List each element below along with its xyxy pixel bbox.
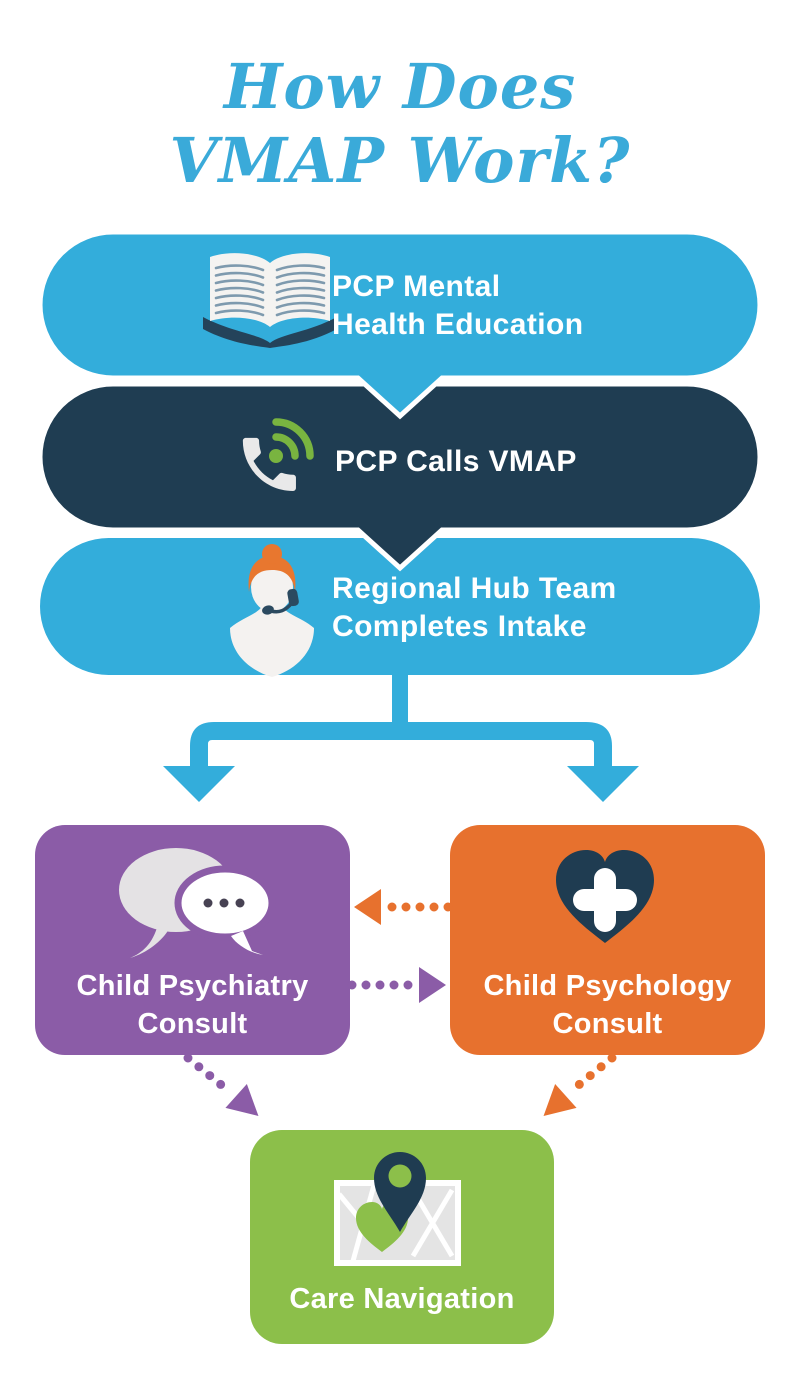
step-regional-hub-label-line2: Completes Intake xyxy=(332,610,587,643)
map-location-pin-icon xyxy=(334,1152,461,1266)
step-regional-hub-label-line1: Regional Hub Team xyxy=(332,572,617,605)
node-psychiatry-label-line2: Consult xyxy=(137,1008,248,1040)
step-pcp-calls-label: PCP Calls VMAP xyxy=(335,443,577,481)
split-arrowhead-right xyxy=(567,766,639,802)
title-line-1: How Does xyxy=(223,50,577,123)
open-book-icon xyxy=(203,253,337,348)
medical-heart-icon xyxy=(556,850,654,943)
node-psychiatry-label-line1: Child Psychiatry xyxy=(76,970,309,1002)
dotted-arrow-psychiatry-to-psychology xyxy=(347,967,446,1003)
speech-bubbles-icon xyxy=(119,848,276,958)
title-line-2: VMAP Work? xyxy=(169,124,631,197)
arrowhead-down-left-icon xyxy=(543,1084,577,1117)
split-arrow-stem xyxy=(392,670,408,725)
phone-call-icon xyxy=(242,418,314,491)
step-education-label-line1: PCP Mental xyxy=(332,270,501,303)
node-psychiatry-label: Child Psychiatry Consult xyxy=(35,967,350,1043)
node-psychology-label-line2: Consult xyxy=(552,1008,663,1040)
support-agent-icon xyxy=(230,544,314,677)
split-arrow-bar xyxy=(190,722,612,774)
step-education-label-line2: Health Education xyxy=(332,308,584,341)
node-psychology-label-line1: Child Psychology xyxy=(483,970,732,1002)
step-regional-hub-label: Regional Hub Team Completes Intake xyxy=(332,570,617,646)
arrowhead-down-right-icon xyxy=(225,1084,259,1117)
step-pcp-calls-pill xyxy=(37,381,763,572)
dotted-arrow-psychology-to-care xyxy=(543,1053,617,1117)
step-pcp-calls-label-line1: PCP Calls VMAP xyxy=(335,445,577,478)
node-psychiatry-box xyxy=(35,825,350,1055)
node-care-label-line1: Care Navigation xyxy=(289,1283,515,1315)
split-arrow xyxy=(163,670,639,802)
node-psychology-label: Child Psychology Consult xyxy=(450,967,765,1043)
arrowhead-left-icon xyxy=(354,889,381,925)
dotted-arrow-psychiatry-to-care xyxy=(183,1053,259,1117)
page-title: How Does VMAP Work? xyxy=(0,50,800,198)
node-care-label: Care Navigation xyxy=(250,1280,554,1318)
step-regional-hub-pill xyxy=(40,538,760,675)
dotted-arrow-psychology-to-psychiatry xyxy=(354,889,453,925)
arrowhead-right-icon xyxy=(419,967,446,1003)
split-arrowhead-left xyxy=(163,766,235,802)
step-education-label: PCP Mental Health Education xyxy=(332,268,583,344)
